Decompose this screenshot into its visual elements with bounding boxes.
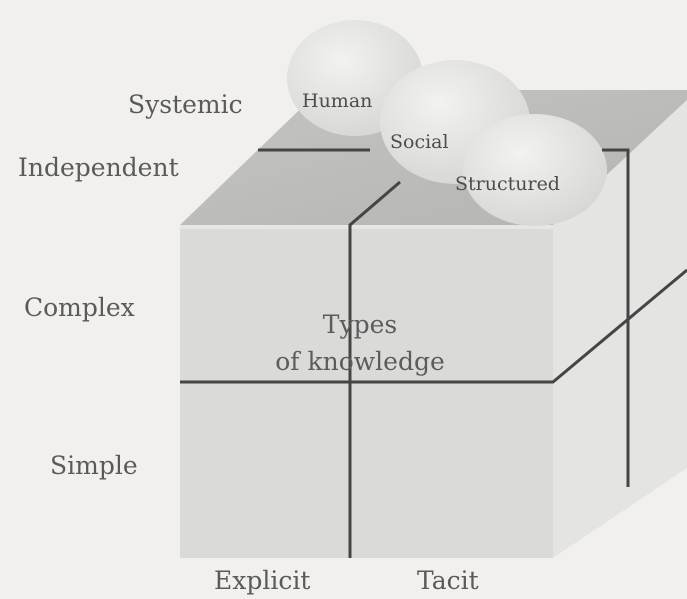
label-explicit: Explicit xyxy=(214,566,311,595)
center-label-line1: Types xyxy=(322,310,398,339)
vertical-divider xyxy=(348,180,401,558)
cube-side-face xyxy=(553,100,687,558)
label-social: Social xyxy=(390,131,449,153)
label-systemic: Systemic xyxy=(128,90,243,119)
label-independent: Independent xyxy=(18,153,179,182)
cube-dividers xyxy=(180,148,687,558)
label-human: Human xyxy=(302,90,373,112)
rear-vertical-divider xyxy=(602,148,630,487)
cube-front-face xyxy=(180,225,553,558)
center-label-line2: of knowledge xyxy=(275,347,445,376)
label-complex: Complex xyxy=(24,293,135,322)
horizontal-divider xyxy=(180,268,687,384)
label-tacit: Tacit xyxy=(417,566,479,595)
cloud-structured xyxy=(463,114,607,226)
label-structured: Structured xyxy=(455,173,560,195)
clouds xyxy=(287,20,607,226)
label-simple: Simple xyxy=(50,451,138,480)
